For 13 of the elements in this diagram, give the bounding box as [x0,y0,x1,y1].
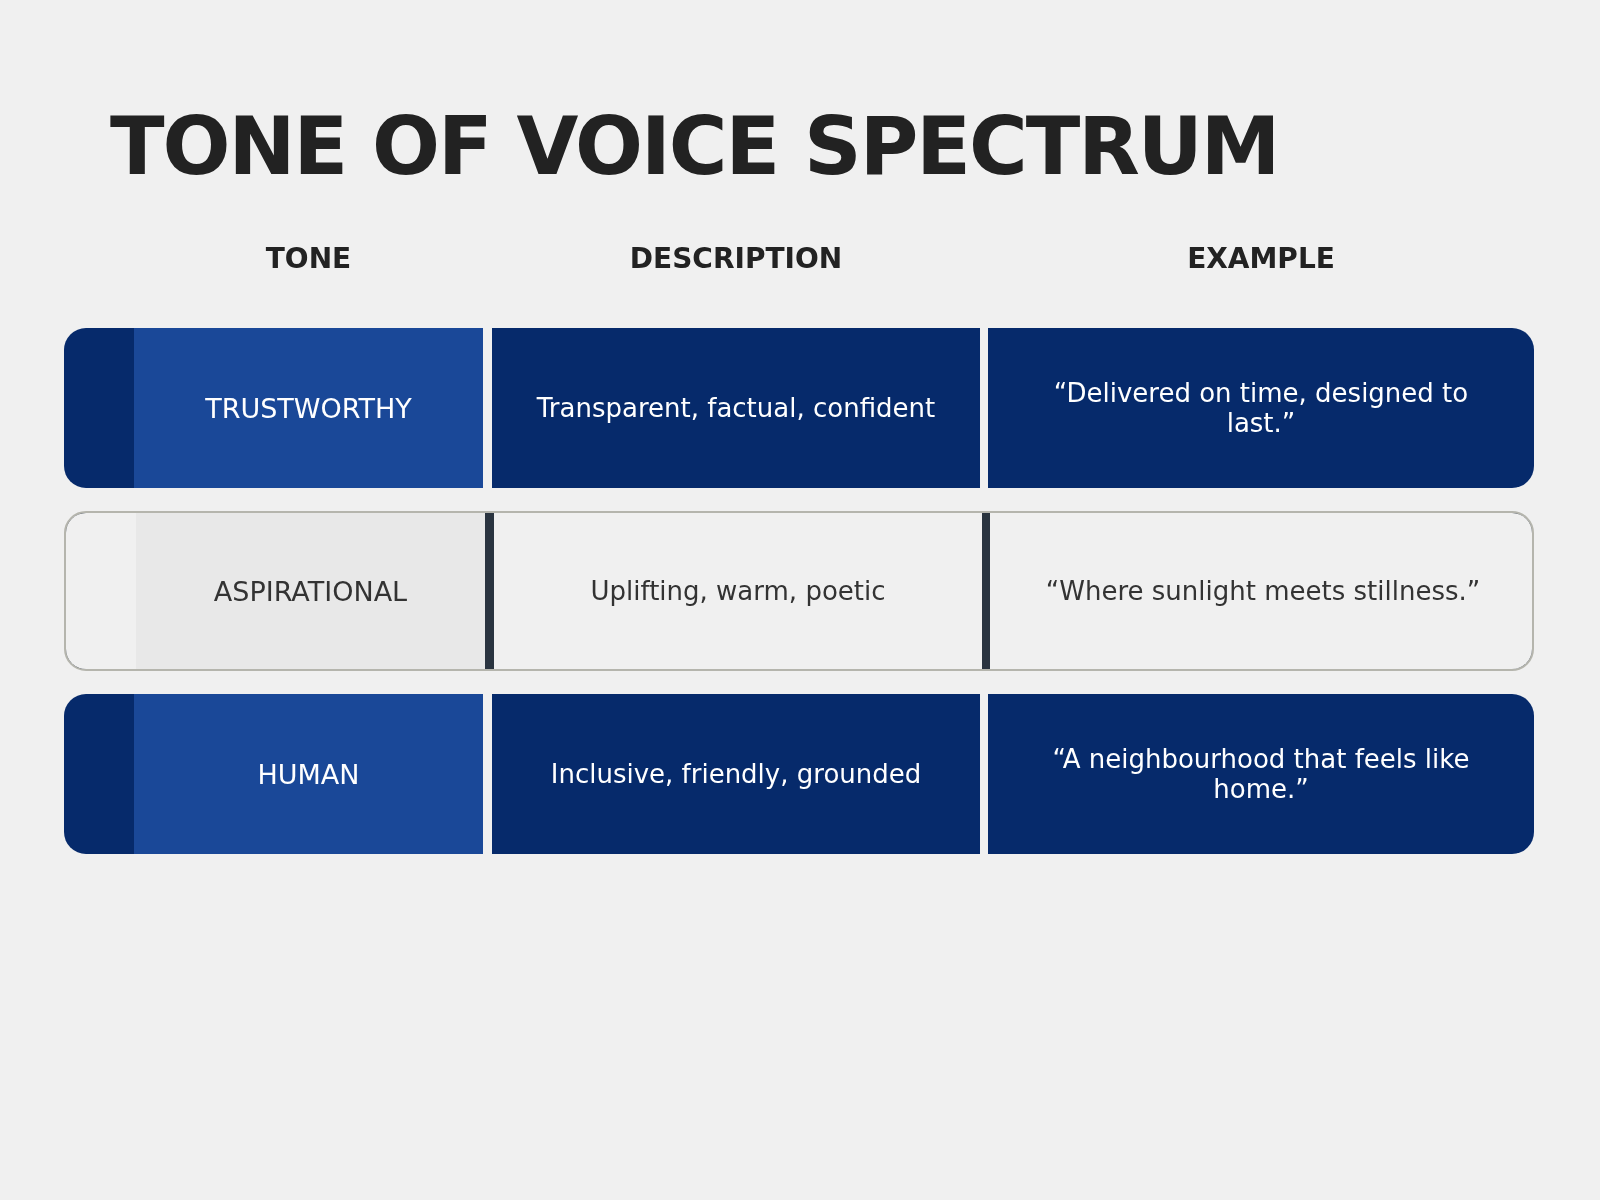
page-title: TONE OF VOICE SPECTRUM [110,100,1279,193]
description-cell: Uplifting, warm, poetic [494,513,982,669]
example-cell: “Delivered on time, designed to last.” [988,328,1534,488]
column-header: DESCRIPTION [628,242,844,275]
example-cell: “Where sunlight meets stillness.” [990,513,1532,669]
tone-cell: ASPIRATIONAL [136,513,485,669]
column-header: EXAMPLE [1186,242,1336,275]
tone-cell: TRUSTWORTHY [134,328,483,488]
tone-cell: HUMAN [134,694,483,854]
description-cell: Transparent, factual, confident [492,328,980,488]
description-cell: Inclusive, friendly, grounded [492,694,980,854]
column-header: TONE [264,242,353,275]
example-cell: “A neighbourhood that feels like home.” [988,694,1534,854]
